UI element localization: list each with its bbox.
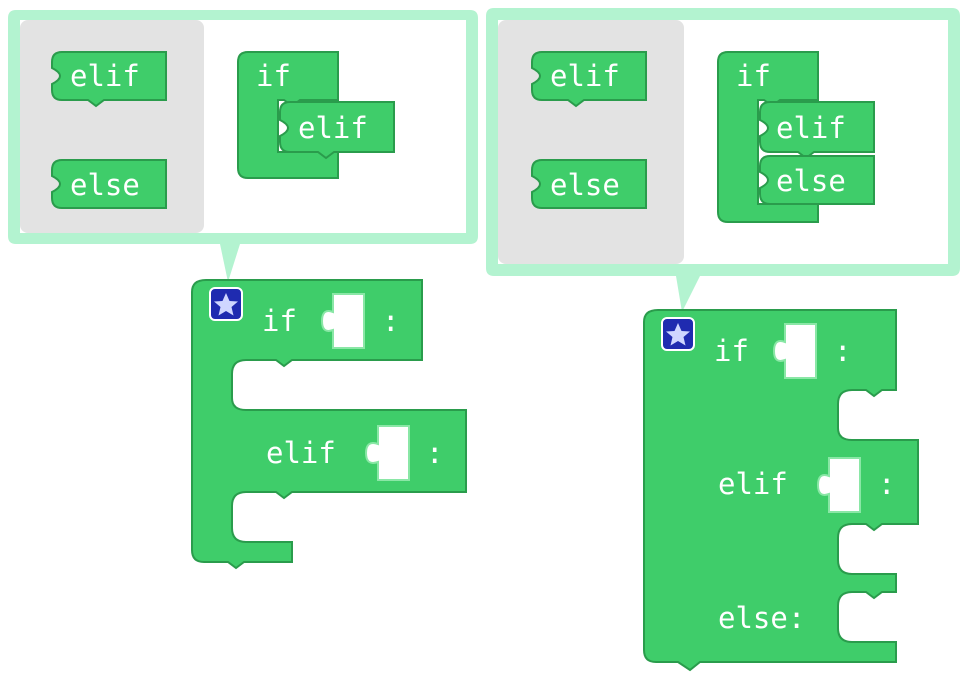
right-if-elif-else-block[interactable]: if : elif : else: xyxy=(643,309,919,672)
left-elif-condition-socket[interactable] xyxy=(364,425,410,481)
left-elif-colon: : xyxy=(426,436,443,470)
left-workspace-if-label: if xyxy=(256,59,291,93)
right-workspace-if-label: if xyxy=(736,59,771,93)
right-block-body xyxy=(643,309,919,672)
left-if-keyword: if xyxy=(262,304,297,338)
left-palette-else-block[interactable]: else xyxy=(51,159,167,209)
right-workspace-elif-label: elif xyxy=(776,111,846,145)
right-palette-else-block[interactable]: else xyxy=(531,159,647,209)
left-palette-else-label: else xyxy=(70,168,140,202)
left-palette-elif-block[interactable]: elif xyxy=(51,51,167,108)
right-workspace-else-label: else xyxy=(776,164,846,198)
left-workspace-if-block[interactable]: if xyxy=(237,51,339,179)
left-mutator-button[interactable] xyxy=(209,287,243,321)
star-icon xyxy=(214,293,238,316)
right-elif-colon: : xyxy=(878,467,895,501)
star-icon xyxy=(666,323,690,346)
left-workspace-elif-label: elif xyxy=(298,111,368,145)
right-workspace-if-block[interactable]: if xyxy=(717,51,819,223)
right-if-colon: : xyxy=(834,334,851,368)
right-workspace-else-block[interactable]: else xyxy=(759,155,875,205)
right-mutator-bubble: elif else if elif else xyxy=(486,8,960,312)
right-else-keyword: else: xyxy=(718,601,805,635)
left-palette-elif-label: elif xyxy=(70,59,140,93)
right-elif-keyword: elif xyxy=(718,467,788,501)
right-mutator-button[interactable] xyxy=(661,317,695,351)
right-palette-elif-block[interactable]: elif xyxy=(531,51,647,108)
right-if-condition-socket[interactable] xyxy=(772,323,817,379)
right-if-keyword: if xyxy=(714,334,749,368)
left-if-colon: : xyxy=(382,304,399,338)
left-if-elif-block[interactable]: if : elif : xyxy=(191,279,467,570)
left-elif-keyword: elif xyxy=(266,436,336,470)
left-mutator-bubble: elif else if elif xyxy=(8,10,478,282)
right-elif-condition-socket[interactable] xyxy=(816,457,861,513)
right-workspace-elif-block[interactable]: elif xyxy=(759,101,875,160)
right-palette-else-label: else xyxy=(550,168,620,202)
right-palette-elif-label: elif xyxy=(550,59,620,93)
left-if-condition-socket[interactable] xyxy=(320,293,365,349)
left-workspace-elif-block[interactable]: elif xyxy=(279,101,395,160)
left-block-body xyxy=(191,279,467,570)
